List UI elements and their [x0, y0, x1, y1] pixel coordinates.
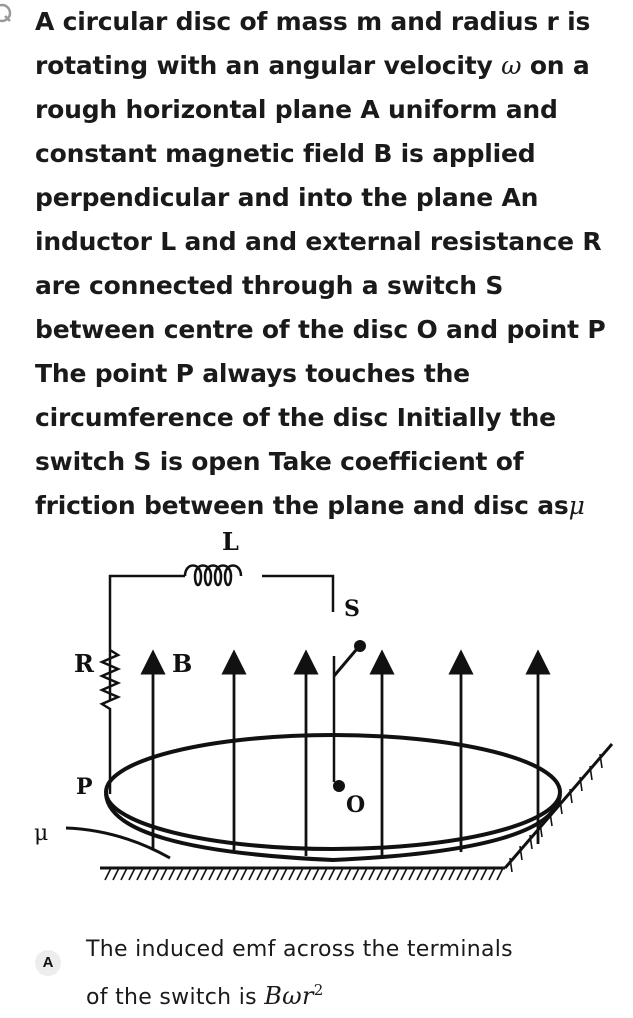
resistor — [98, 648, 122, 718]
label-point-p: P — [76, 774, 93, 800]
label-inductor: L — [222, 527, 239, 556]
inductor-coil — [183, 564, 243, 587]
label-resistor: R — [74, 649, 95, 678]
disc-circuit-diagram: μ L R S B P O — [34, 527, 614, 881]
switch — [332, 640, 366, 677]
magnetic-field-arrows — [140, 649, 551, 856]
question-line: perpendicular and into the plane An — [35, 183, 539, 212]
question-line: circumference of the disc Initially the — [35, 403, 556, 432]
mu-pointer — [65, 826, 171, 860]
option-text: The induced emf across the terminals of … — [86, 930, 513, 1018]
question-line: switch S is open Take coefficient of — [35, 447, 524, 476]
question-line: between centre of the disc O and point P — [35, 315, 606, 344]
omega-symbol: ω — [501, 51, 522, 80]
option-a[interactable]: A The induced emf across the terminals o… — [32, 930, 622, 1010]
question-line: friction between the plane and disc asμ — [35, 491, 585, 520]
question-line: The point P always touches the — [35, 359, 470, 388]
label-switch: S — [344, 596, 360, 622]
option-badge: A — [35, 950, 61, 976]
option-line: The induced emf across the terminals — [86, 937, 513, 962]
label-centre: O — [346, 792, 365, 818]
question-line: constant magnetic field B is applied — [35, 139, 536, 168]
question-text: A circular disc of mass m and radius r i… — [35, 0, 625, 528]
question-line: are connected through a switch S — [35, 271, 504, 300]
question-line: inductor L and and external resistance R — [35, 227, 602, 256]
mu-symbol: μ — [568, 491, 585, 520]
question-line: A circular disc of mass m and radius r i… — [35, 7, 591, 36]
label-mu: μ — [34, 821, 48, 846]
centre-point — [333, 780, 345, 792]
question-icon — [0, 3, 12, 23]
question-line: rough horizontal plane A uniform and — [35, 95, 558, 124]
option-line: of the switch is Bωr2 — [86, 981, 324, 1010]
label-field: B — [172, 649, 192, 678]
question-line: rotating with an angular velocity ω on a — [35, 51, 590, 80]
option-formula: Bωr2 — [264, 981, 324, 1010]
